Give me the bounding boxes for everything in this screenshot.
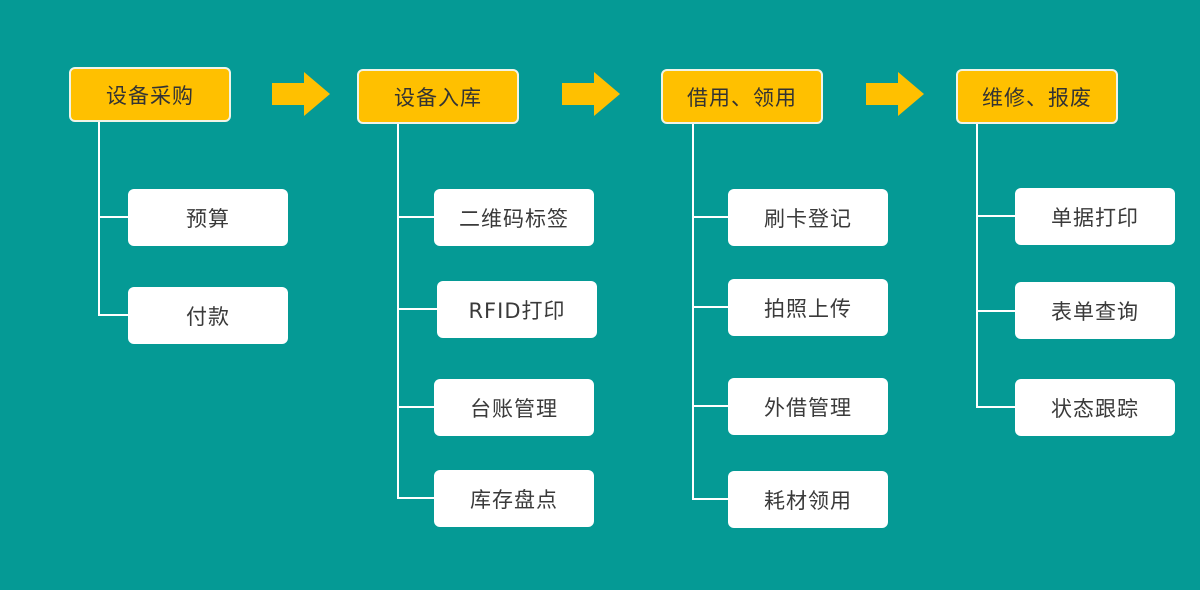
item-budget: 预算 [128, 189, 288, 246]
item-photo-upload: 拍照上传 [728, 279, 888, 336]
stage-procurement: 设备采购 [69, 67, 231, 122]
connector-line [692, 124, 694, 500]
item-rfid-print: RFID打印 [437, 281, 597, 338]
item-ledger-management: 台账管理 [434, 379, 594, 436]
connector-line [692, 306, 728, 308]
item-qr-label: 二维码标签 [434, 189, 594, 246]
connector-line [397, 308, 437, 310]
item-payment: 付款 [128, 287, 288, 344]
arrow-right-icon [866, 72, 924, 116]
connector-line [397, 216, 434, 218]
connector-line [98, 314, 128, 316]
stage-warehousing: 设备入库 [357, 69, 519, 124]
item-consumables-use: 耗材领用 [728, 471, 888, 528]
arrow-right-icon [562, 72, 620, 116]
item-external-lending: 外借管理 [728, 378, 888, 435]
connector-line [397, 124, 399, 498]
connector-line [976, 215, 1015, 217]
item-status-tracking: 状态跟踪 [1015, 379, 1175, 436]
connector-line [976, 124, 978, 408]
connector-line [397, 497, 434, 499]
connector-line [692, 216, 728, 218]
item-card-registration: 刷卡登记 [728, 189, 888, 246]
item-inventory-check: 库存盘点 [434, 470, 594, 527]
connector-line [692, 405, 728, 407]
connector-line [976, 310, 1015, 312]
connector-line [98, 216, 128, 218]
connector-line [397, 406, 434, 408]
connector-line [98, 122, 100, 316]
connector-line [692, 498, 728, 500]
arrow-right-icon [272, 72, 330, 116]
stage-repair-scrap: 维修、报废 [956, 69, 1118, 124]
item-document-print: 单据打印 [1015, 188, 1175, 245]
connector-line [976, 406, 1015, 408]
item-form-query: 表单查询 [1015, 282, 1175, 339]
stage-borrow-use: 借用、领用 [661, 69, 823, 124]
